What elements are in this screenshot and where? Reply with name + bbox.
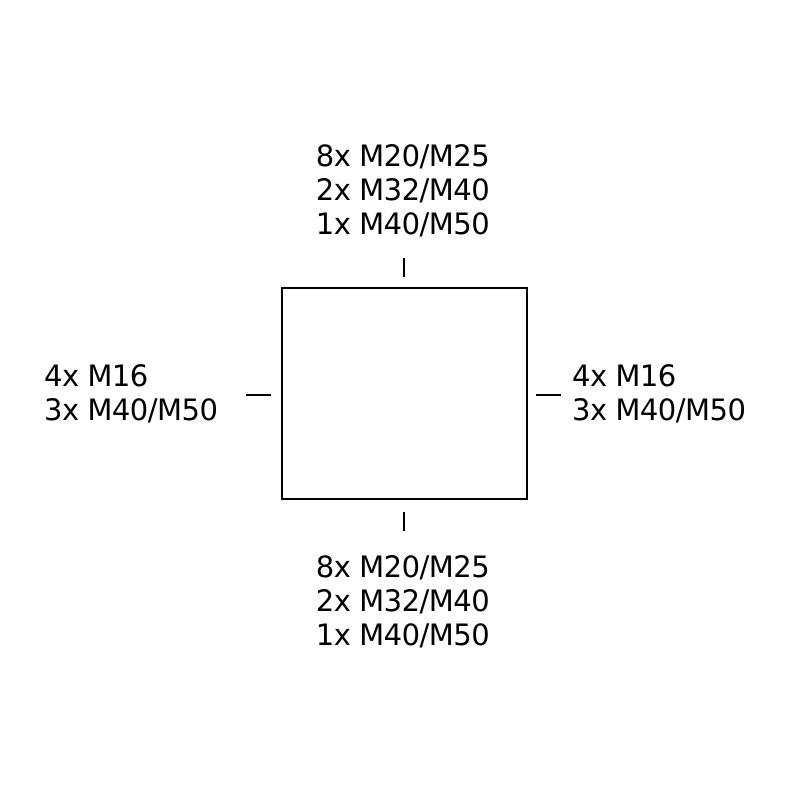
right-entry-line: 3x M40/M50 — [572, 393, 746, 427]
bottom-side-marker — [403, 512, 405, 531]
bottom-entry-line: 1x M40/M50 — [315, 618, 490, 652]
enclosure-outline — [281, 287, 528, 500]
left-entry-label: 4x M16 3x M40/M50 — [44, 359, 218, 427]
top-entry-line: 2x M32/M40 — [315, 173, 490, 207]
right-side-marker — [536, 394, 561, 396]
bottom-entry-line: 8x M20/M25 — [315, 550, 490, 584]
left-side-marker — [246, 394, 271, 396]
top-entry-label: 8x M20/M25 2x M32/M40 1x M40/M50 — [290, 139, 515, 241]
top-entry-line: 8x M20/M25 — [315, 139, 490, 173]
left-entry-line: 4x M16 — [44, 359, 148, 393]
bottom-entry-line: 2x M32/M40 — [315, 584, 490, 618]
bottom-entry-label: 8x M20/M25 2x M32/M40 1x M40/M50 — [290, 550, 515, 652]
right-entry-line: 4x M16 — [572, 359, 676, 393]
right-entry-label: 4x M16 3x M40/M50 — [572, 359, 746, 427]
left-entry-line: 3x M40/M50 — [44, 393, 218, 427]
top-side-marker — [403, 258, 405, 277]
top-entry-line: 1x M40/M50 — [315, 207, 490, 241]
